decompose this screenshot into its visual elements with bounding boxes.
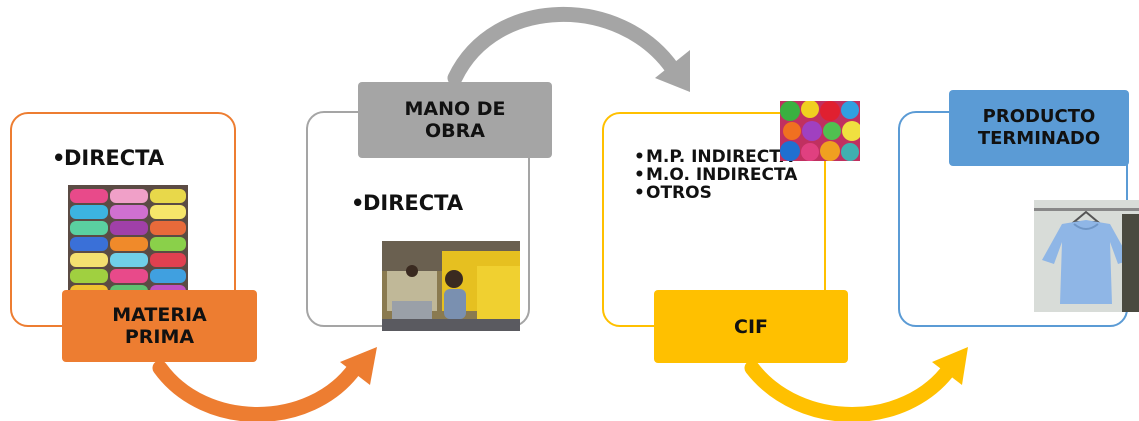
materia-prima-label: MATERIA PRIMA: [62, 290, 257, 362]
arrow-yellow-bottom: [744, 347, 968, 421]
materia-prima-bullets: DIRECTA: [52, 145, 164, 171]
mano-de-obra-bullets: DIRECTA: [351, 190, 463, 216]
arrow-gray-top: [447, 7, 690, 92]
materia-prima-bullet-1: DIRECTA: [52, 145, 164, 171]
mano-de-obra-label: MANO DE OBRA: [358, 82, 552, 158]
blouse-on-hanger-photo: [1034, 200, 1139, 312]
arrow-orange-bottom: [152, 347, 377, 421]
producto-terminado-label: PRODUCTO TERMINADO: [949, 90, 1129, 166]
cif-bullets: M.P. INDIRECTA M.O. INDIRECTA OTROS: [634, 148, 804, 202]
cif-bullet-1: M.P. INDIRECTA: [634, 148, 804, 166]
cif-bullet-3: OTROS: [634, 184, 804, 202]
cif-label: CIF: [654, 290, 848, 363]
buttons-photo: [780, 101, 860, 161]
cif-bullet-2: M.O. INDIRECTA: [634, 166, 804, 184]
garment-workers-photo: [382, 241, 520, 331]
fabric-rolls-photo: [68, 185, 188, 303]
mano-de-obra-bullet-1: DIRECTA: [351, 190, 463, 216]
